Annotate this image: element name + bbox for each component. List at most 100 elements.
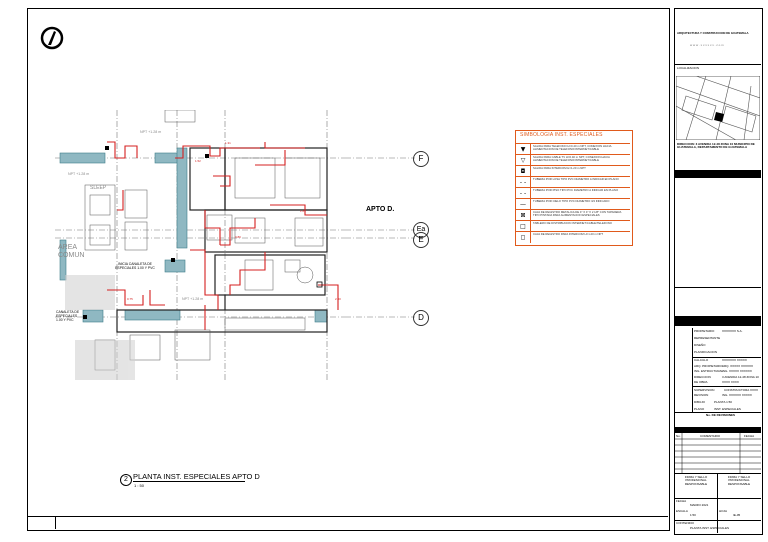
footer-value: MARZO 2021 <box>690 503 709 507</box>
drawing-frame <box>27 8 670 531</box>
legend-text: TABLERO DE DISTRIBUCION INTERNET/CABLE/T… <box>533 221 612 225</box>
legend-row: ◻CAJA DE REGISTRO PARA INTERCOM H=1.20 m… <box>516 231 630 243</box>
room-label-canaleta-2: CANALETA DE ESPECIALES 1.00 Y PVC <box>56 310 80 322</box>
info-label: DIRECCION <box>694 375 711 379</box>
legend-symbol: — <box>516 199 531 210</box>
title-block-divider <box>674 520 761 521</box>
footer-value: IE-05 <box>733 513 741 517</box>
rev-column-header: No. <box>676 434 681 438</box>
svg-text:1.52: 1.52 <box>195 159 201 163</box>
title-block-divider <box>692 357 761 358</box>
legend-text: CAJA DE REGISTRO PARA INTERCOM H=1.20 m … <box>533 232 604 236</box>
info-value: 3 AVENIDA 12-48 ZONA 10 <box>722 375 759 379</box>
footer-value: PLANTA INST. ESPECIALES <box>690 526 729 530</box>
title-block-divider <box>674 287 761 288</box>
svg-text:0.80: 0.80 <box>235 235 241 239</box>
legend-symbol: ⊠ <box>516 210 531 221</box>
legend-row: —TUBERIA POR CIELO TIPO PVC DIAMETRO 3/4… <box>516 198 630 210</box>
legend-text: TUBERIA POR LOSA TIPO PVC DIAMETRO A IND… <box>533 177 619 181</box>
info-label: PROPIETARIO <box>694 329 715 333</box>
footer-label: HOJA <box>719 509 728 513</box>
apartment-label: APTO D. <box>366 206 395 213</box>
footer-label: FECHA <box>676 499 687 503</box>
info-label: DIBUJO <box>694 400 706 404</box>
room-label-canaleta-1: INICIA CANALETA DE ESPECIALES 1.00 Y PVC <box>115 262 155 270</box>
legend-symbol: - - <box>516 177 531 188</box>
legend-symbol: □ <box>516 221 531 232</box>
info-value: PLANTA 1:50 <box>714 400 732 404</box>
info-value: XXXXXXX S.A. <box>722 329 743 333</box>
grid-bubble-d: D <box>413 310 429 326</box>
revisions-black-band <box>674 427 761 433</box>
rev-column-header: COMENTARIO <box>700 434 721 438</box>
svg-text:2.00: 2.00 <box>335 297 341 301</box>
legend-text: SALIDA PARA CABLE TV H=0.40 m NPT, CONEX… <box>533 155 610 163</box>
legend-text: TUBERIA POR PISO TIPO PVC DIAMETRO A IND… <box>533 188 619 192</box>
north-arrow-icon <box>40 26 64 50</box>
info-label: SUPERVISION <box>694 388 715 392</box>
legend-symbol: ◻ <box>516 232 531 243</box>
legend-box <box>515 130 633 246</box>
svg-text:0.75: 0.75 <box>127 297 133 301</box>
info-value: XXXX XXXX <box>722 380 739 384</box>
revisions-table <box>674 433 761 473</box>
legend-row: ▼SALIDA PARA TELEFONO H=0.40 m NPT, CONE… <box>516 143 630 155</box>
company-header: ARQUITECTURA Y CONSTRUCCION DE GUATEMALA <box>677 32 749 35</box>
legend-text: SALIDA PARA INTERCOM H=1.20 m NPT <box>533 166 586 170</box>
legend-title: SIMBOLOGIA INST. ESPECIALES <box>520 132 603 138</box>
legend-row: ⊠CAJA DE REGISTRO METALICA DE 4" X 4" X … <box>516 209 630 221</box>
title-block-black-band <box>674 170 761 178</box>
drawing-scale: 1 : 50 <box>134 483 145 488</box>
legend-text: TUBERIA POR CIELO TIPO PVC DIAMETRO 3/4 … <box>533 199 610 203</box>
footer-label: ESCALA <box>676 509 688 513</box>
grid-bubble-e: E <box>413 232 429 248</box>
info-value: CONSTRUCTORA XXXX <box>724 388 758 392</box>
rev-column-header: FECHA <box>744 434 755 438</box>
title-block-divider <box>674 412 761 413</box>
legend-row: ▽SALIDA PARA CABLE TV H=0.40 m NPT, CONE… <box>516 154 630 166</box>
info-label: PLANO <box>694 407 705 411</box>
revisions-header: No. DE REVISIONES <box>706 413 736 417</box>
legend-text: CAJA DE REGISTRO METALICA DE 4" X 4" X 2… <box>533 210 622 218</box>
floor-plan: 1.31 1.52 1.81 0.80 2.00 0.75 <box>55 110 345 380</box>
info-label: DISEÑO <box>694 343 706 347</box>
legend-row: □TABLERO DE DISTRIBUCION INTERNET/CABLE/… <box>516 220 630 232</box>
grid-bubble-f: F <box>413 151 429 167</box>
svg-text:1.81: 1.81 <box>300 209 306 213</box>
legend-symbol: ▼ <box>516 144 531 155</box>
level-tag: NPT +1.28 m <box>140 130 162 134</box>
info-value: ING. XXXXX XXXXXX <box>722 369 752 373</box>
legend-text: SALIDA PARA TELEFONO H=0.40 m NPT, CONEX… <box>533 144 612 152</box>
info-value: ARQ. XXXXX XXXXXX <box>722 364 754 368</box>
location-label: LOCALIZACION <box>677 66 700 70</box>
drawing-title: PLANTA INST. ESPECIALES APTO D <box>133 472 260 481</box>
drawing-bottom-strip <box>27 516 668 530</box>
title-block-divider <box>692 328 693 412</box>
company-website: w w w . x x x x x x . c o m <box>690 43 724 47</box>
location-map <box>676 76 760 140</box>
info-label: REVISION <box>694 393 709 397</box>
legend-symbol: - - <box>516 188 531 199</box>
room-label-area-comun: AREA COMUN <box>58 244 85 259</box>
legend-symbol: ▽ <box>516 155 531 166</box>
legend-row: - -TUBERIA POR PISO TIPO PVC DIAMETRO A … <box>516 187 630 199</box>
legend-row: - -TUBERIA POR LOSA TIPO PVC DIAMETRO A … <box>516 176 630 188</box>
grid-extension <box>345 157 415 318</box>
project-address: DIRECCION: 3 AVENIDA 12-48 ZONA 10 MUNIC… <box>677 142 755 150</box>
room-label-sleep: SLEEP <box>90 185 107 191</box>
info-label: ARQ. PROPIETARIO <box>694 364 723 368</box>
info-value: ING. XXXXXX XXXXX <box>722 393 752 397</box>
level-tag: NPT +1.28 m <box>68 172 90 176</box>
info-value: XXXXXXX XXXXX <box>722 358 747 362</box>
level-tag: NPT +1.28 m <box>182 297 204 301</box>
legend-row: ◘SALIDA PARA INTERCOM H=1.20 m NPT <box>516 165 630 177</box>
title-block-divider <box>692 386 761 387</box>
info-label: CALCULO <box>694 358 709 362</box>
title-block-divider <box>674 64 761 65</box>
info-value: INST. ESPECIALES <box>714 407 741 411</box>
detail-number: 2 <box>120 474 132 486</box>
title-block-frame <box>674 8 763 535</box>
svg-text:1.31: 1.31 <box>225 141 231 145</box>
info-label: PLANIFICACION <box>694 350 718 354</box>
